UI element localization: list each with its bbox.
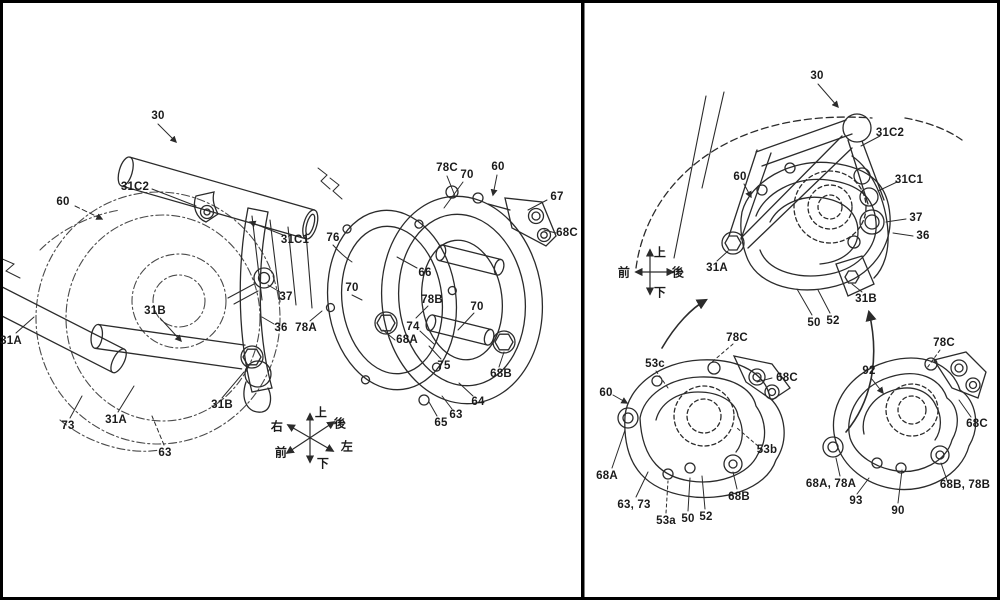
orientation-compass-left	[285, 412, 336, 464]
left-figure	[0, 123, 557, 464]
rotation-arrow-left	[661, 298, 708, 349]
rotation-arrow-right	[845, 309, 877, 433]
orientation-compass-right	[634, 248, 675, 296]
panel-divider	[581, 0, 585, 600]
right-figure	[611, 83, 987, 514]
